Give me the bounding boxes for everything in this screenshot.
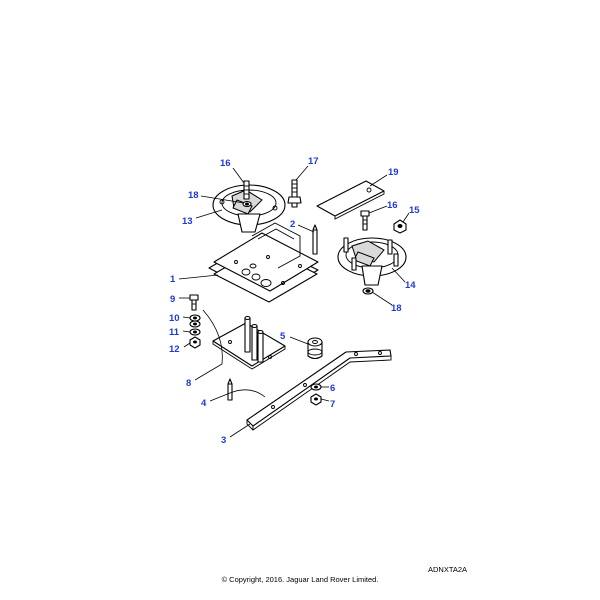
part-17-stud xyxy=(287,179,302,208)
part-11-washer xyxy=(189,328,201,336)
part-6-washer xyxy=(310,383,322,391)
part-19-cover-plate xyxy=(316,180,385,220)
part-5-bush xyxy=(307,337,323,360)
part-16-right-bolt xyxy=(360,210,370,231)
part-3-support-bracket xyxy=(246,349,392,431)
part-16-left-bolt xyxy=(243,180,250,200)
part-10-washer xyxy=(189,314,201,322)
callout-2: 2 xyxy=(290,219,295,230)
callout-7: 7 xyxy=(330,399,335,410)
callout-12: 12 xyxy=(169,344,180,355)
callout-5: 5 xyxy=(280,331,286,342)
part-15-nut xyxy=(393,219,407,234)
part-4-pin xyxy=(227,378,233,401)
part-10-washer-2 xyxy=(189,320,201,328)
callout-10: 10 xyxy=(169,313,180,324)
copyright-notice: © Copyright, 2016. Jaguar Land Rover Lim… xyxy=(221,575,379,584)
callout-3: 3 xyxy=(221,435,226,446)
callout-18-right: 18 xyxy=(391,303,402,314)
leader-lines xyxy=(178,165,410,438)
callout-19: 19 xyxy=(388,167,399,178)
diagram-reference-code: ADNXTA2A xyxy=(428,565,468,574)
callouts: 1 2 3 4 5 6 7 8 9 10 11 12 13 14 15 16 1… xyxy=(169,156,420,446)
part-8-lower-plate xyxy=(212,315,286,370)
callout-14: 14 xyxy=(405,280,416,291)
part-14-right-carrier-ring xyxy=(337,237,407,286)
part-18-right-nut xyxy=(362,287,374,295)
part-9-bolt xyxy=(189,294,199,311)
part-7-nut xyxy=(310,393,322,406)
callout-4: 4 xyxy=(201,398,207,409)
callout-13: 13 xyxy=(182,216,193,227)
part-1-mounting-plate xyxy=(208,222,319,303)
callout-15: 15 xyxy=(409,205,420,216)
callout-16-left: 16 xyxy=(220,158,231,169)
part-2-pin xyxy=(312,224,318,255)
part-12-nut xyxy=(189,336,201,349)
callout-18-left: 18 xyxy=(188,190,199,201)
callout-17: 17 xyxy=(308,156,319,167)
callout-1: 1 xyxy=(170,274,176,285)
callout-11: 11 xyxy=(169,327,180,338)
callout-9: 9 xyxy=(170,294,175,305)
callout-6: 6 xyxy=(330,383,335,394)
part-18-left-nut xyxy=(242,200,252,208)
callout-16-right: 16 xyxy=(387,200,398,211)
callout-8: 8 xyxy=(186,378,191,389)
